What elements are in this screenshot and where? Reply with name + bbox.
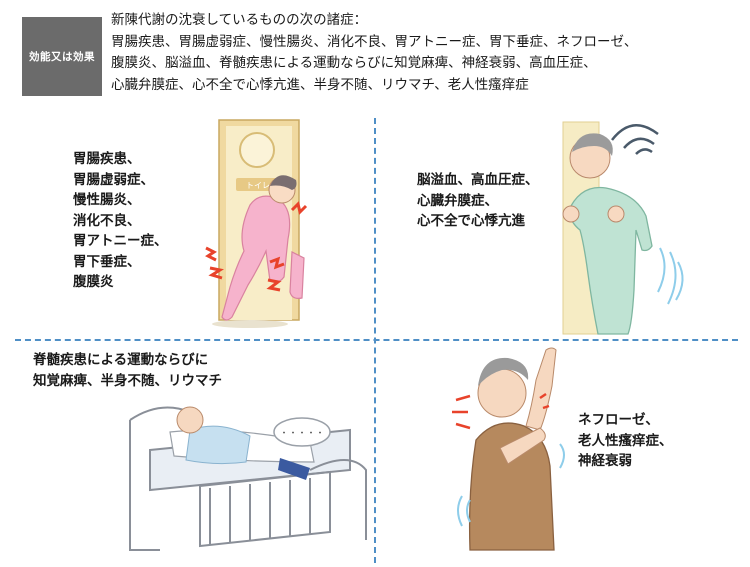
shake-lines <box>457 443 565 527</box>
panel-bottom-left-label: 脊髄疾患による運動ならびに 知覚麻痺、半身不随、リウマチ <box>33 350 222 391</box>
tr-item: 脳溢血、高血圧症、 <box>417 172 539 188</box>
itch-marks <box>452 392 550 430</box>
motion-lines <box>657 247 684 305</box>
effect-badge: 効能又は効果 <box>22 17 102 96</box>
tl-item: 胃腸虚弱症、 <box>73 171 154 188</box>
intro-line-3: 腹膜炎、脳溢血、脊髄疾患による運動ならびに知覚麻痺、神経衰弱、高血圧症、 <box>111 55 597 71</box>
intro-line-1: 新陳代謝の沈衰しているものの次の諸症： <box>111 12 368 28</box>
intro-line-4: 心臓弁膜症、心不全で心悸亢進、半身不随、リウマチ、老人性瘙痒症 <box>111 76 529 93</box>
tr-item: 心臓弁膜症、 <box>417 192 498 209</box>
tl-item: 消化不良、 <box>73 212 141 229</box>
intro-line-2: 胃腸疾患、胃腸虚弱症、慢性腸炎、消化不良、胃アトニー症、胃下垂症、ネフローゼ、 <box>111 33 638 50</box>
tl-item: 腹膜炎 <box>73 274 114 290</box>
indications-intro: 新陳代謝の沈衰しているものの次の諸症： 胃腸疾患、胃腸虚弱症、慢性腸炎、消化不良… <box>111 10 741 96</box>
panel-top-left-label: 胃腸疾患、 胃腸虚弱症、 慢性腸炎、 消化不良、 胃アトニー症、 胃下垂症、 腹… <box>73 149 168 293</box>
bl-item: 知覚麻痺、半身不随、リウマチ <box>33 372 222 389</box>
br-item: 神経衰弱 <box>578 453 632 469</box>
panel-bottom-right-label: ネフローゼ、 老人性瘙痒症、 神経衰弱 <box>578 410 673 472</box>
br-item: 老人性瘙痒症、 <box>578 432 673 449</box>
elderly-woman <box>468 347 557 551</box>
br-item: ネフローゼ、 <box>578 412 659 428</box>
elderly-man-in-gown <box>562 133 653 335</box>
speech-bubble: ・・・・・ <box>273 417 331 447</box>
bl-item: 脊髄疾患による運動ならびに <box>33 352 209 368</box>
speech-dots: ・・・・・ <box>279 429 324 439</box>
dizzy-icon <box>611 124 659 155</box>
tr-item: 心不全で心悸亢進 <box>417 213 525 229</box>
woman-in-pink-pajamas <box>221 175 305 321</box>
tl-item: 胃下垂症、 <box>73 253 141 270</box>
horizontal-divider <box>15 339 738 341</box>
tl-item: 胃アトニー症、 <box>73 233 168 249</box>
tl-item: 胃腸疾患、 <box>73 151 141 167</box>
toilet-sign: トイレ <box>246 181 270 190</box>
tl-item: 慢性腸炎、 <box>73 192 141 208</box>
pain-marks-left <box>205 201 308 292</box>
panel-top-right-label: 脳溢血、高血圧症、 心臓弁膜症、 心不全で心悸亢進 <box>417 170 539 232</box>
